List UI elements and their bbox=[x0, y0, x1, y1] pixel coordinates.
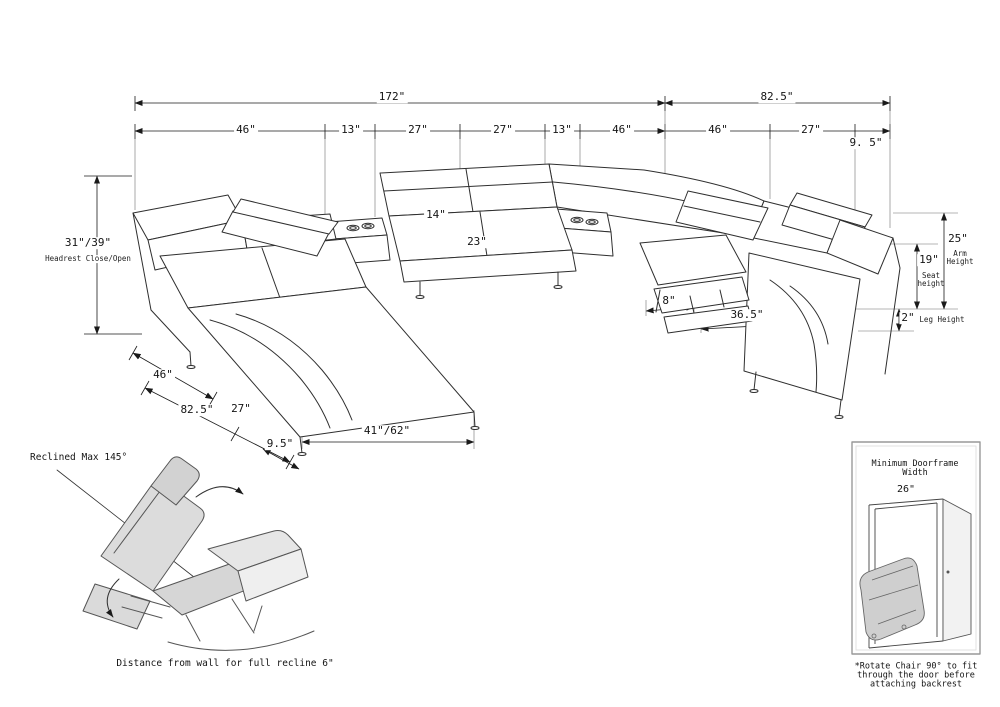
dim-footrest: 36.5" bbox=[728, 308, 766, 322]
recline-max-note: Reclined Max 145° bbox=[28, 452, 130, 463]
dim-overall-width-right: 82.5" bbox=[758, 90, 796, 104]
dim-gap: 8" bbox=[660, 294, 678, 308]
dim-overall-width-left: 172" bbox=[376, 90, 408, 104]
dim-headrest-label: Headrest Close/Open bbox=[44, 254, 132, 264]
dim-segment: 27" bbox=[491, 123, 515, 137]
wall-distance-note: Distance from wall for full recline 6" bbox=[114, 658, 336, 669]
doorframe-width: 26" bbox=[896, 483, 916, 495]
dim-bottom-depth: 46" bbox=[151, 368, 175, 382]
sofa-drawing bbox=[132, 163, 901, 456]
dim-segment: 13" bbox=[339, 123, 363, 137]
dim-segment: 46" bbox=[706, 123, 730, 137]
dim-headrest-height: 31"/39" bbox=[62, 236, 114, 250]
dim-segment: 46" bbox=[234, 123, 258, 137]
dim-segment: 13" bbox=[550, 123, 574, 137]
dim-arm-height: 25" bbox=[946, 232, 970, 246]
dim-back-depth: 14" bbox=[424, 208, 448, 222]
rotate-chair-note: *Rotate Chair 90° to fit through the doo… bbox=[854, 661, 978, 690]
dim-seat-depth: 23" bbox=[465, 235, 489, 249]
dim-bottom-total: 82.5" bbox=[178, 403, 216, 417]
doorframe-title: Minimum Doorframe Width bbox=[871, 459, 959, 478]
dim-seat-height: 19" bbox=[917, 253, 941, 267]
dim-leg-height: 2" bbox=[899, 311, 917, 325]
dim-segment: 46" bbox=[610, 123, 634, 137]
dim-seat-height-label: Seat height bbox=[917, 271, 945, 288]
dim-segment: 9. 5" bbox=[847, 136, 885, 150]
doorframe-drawing bbox=[851, 441, 981, 655]
dim-segment: 27" bbox=[799, 123, 823, 137]
dim-chaise-length: 41"/62" bbox=[361, 424, 413, 438]
dim-arm-height-label: Arm Height bbox=[946, 249, 974, 266]
dim-bottom-seat: 27" bbox=[229, 402, 253, 416]
dim-leg-height-label: Leg Height bbox=[918, 315, 966, 325]
recliner-side-view bbox=[56, 456, 315, 651]
dim-bottom-leg: 9.5" bbox=[264, 437, 296, 451]
dim-segment: 27" bbox=[406, 123, 430, 137]
